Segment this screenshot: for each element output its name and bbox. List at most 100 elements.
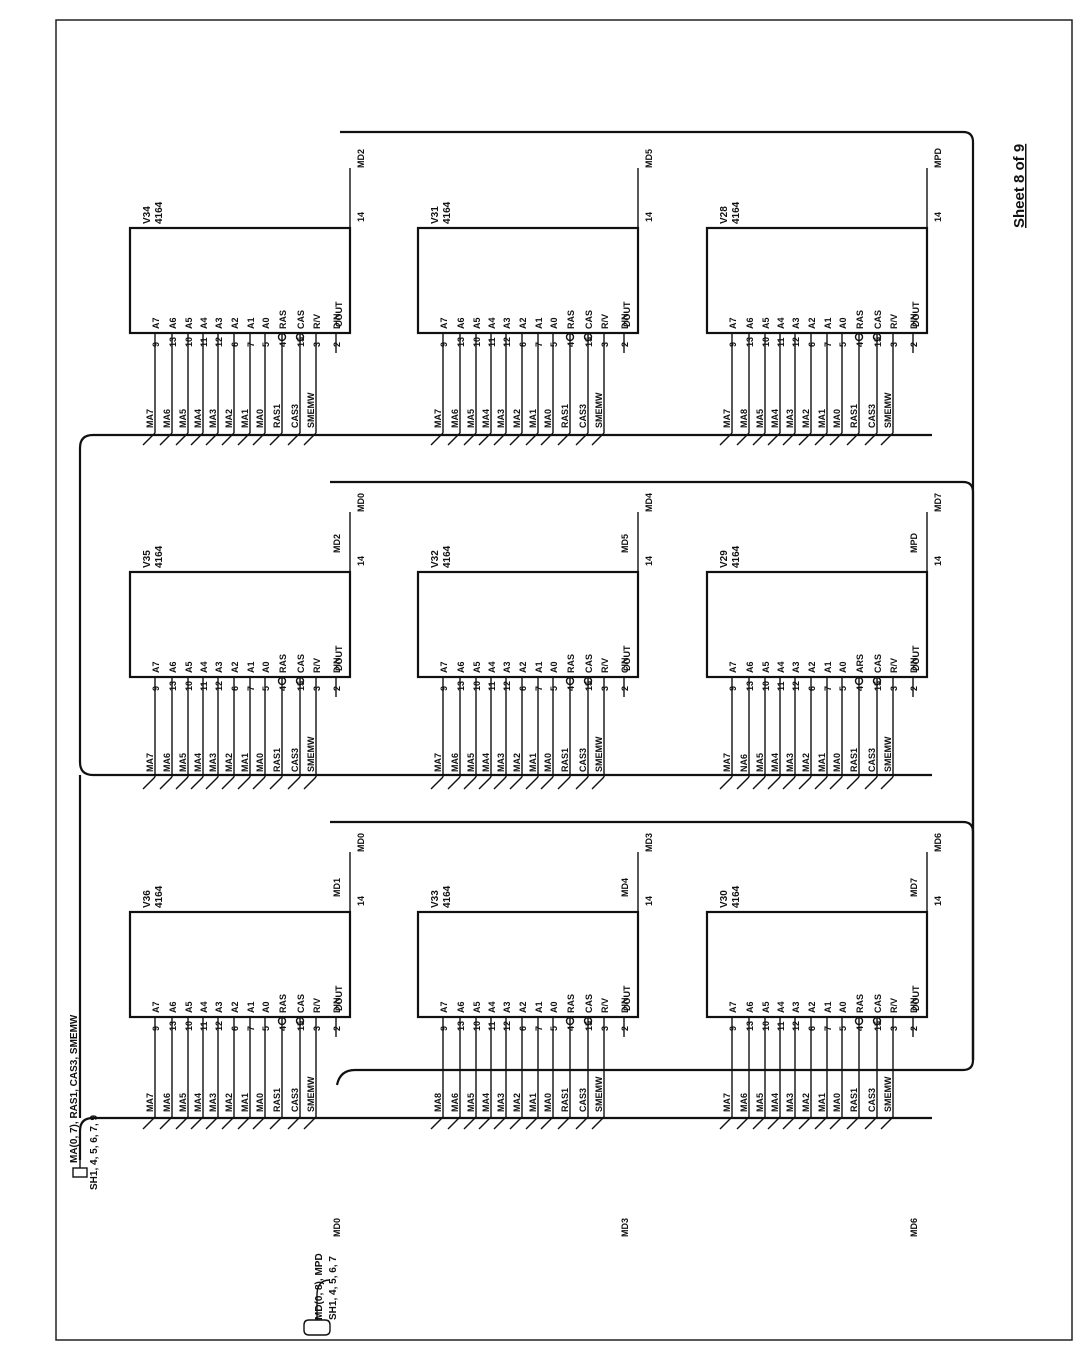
pin-number: 9 bbox=[439, 686, 449, 691]
pin-number: 6 bbox=[807, 1026, 817, 1031]
chip-dout-label: DOUT bbox=[911, 985, 921, 1011]
pin-number: 9 bbox=[728, 686, 738, 691]
bus-entry bbox=[303, 1116, 317, 1130]
chip-pin-name: A7 bbox=[439, 661, 449, 673]
chip-pin-name: A7 bbox=[728, 1001, 738, 1013]
chip-pin-name: A3 bbox=[502, 317, 512, 329]
pin-number: 2 bbox=[909, 1026, 919, 1031]
pin-number: 12 bbox=[214, 681, 224, 691]
chip-pin-name: A5 bbox=[761, 317, 771, 329]
pin-number: 15 bbox=[584, 337, 594, 347]
pin-number: 10 bbox=[472, 1021, 482, 1031]
chip-ref: V28 bbox=[719, 206, 730, 224]
dout-pin-number: 14 bbox=[644, 556, 654, 566]
pin-number: 4 bbox=[278, 686, 288, 691]
bus-entry bbox=[798, 1116, 812, 1130]
chip-pin-name: A1 bbox=[246, 661, 256, 673]
chip-pin-name: A1 bbox=[534, 1001, 544, 1013]
chip-pin-name: A6 bbox=[456, 1001, 466, 1013]
chip-pin-name: A7 bbox=[728, 661, 738, 673]
signal-name: MA2 bbox=[801, 753, 811, 772]
chip-pin-name: CAS bbox=[873, 654, 883, 673]
signal-name: RAS1 bbox=[272, 1088, 282, 1112]
signal-name: RAS1 bbox=[560, 404, 570, 428]
bus-entry bbox=[525, 776, 539, 790]
bus-entry bbox=[557, 1116, 571, 1130]
chip-pin-name: A0 bbox=[838, 1001, 848, 1013]
bus-entry bbox=[575, 776, 589, 790]
bus-entry bbox=[175, 432, 189, 446]
chip-pin-name: A4 bbox=[487, 317, 497, 329]
inversion-bubble bbox=[872, 676, 882, 686]
chip-pin-name: A1 bbox=[534, 317, 544, 329]
pin-number: 4 bbox=[566, 342, 576, 347]
chip-pin-name: R/V bbox=[312, 314, 322, 329]
pin-number: 15 bbox=[873, 337, 883, 347]
chip-pin-name: A3 bbox=[791, 317, 801, 329]
signal-name: MA3 bbox=[208, 409, 218, 428]
chip-pin-name: RAS bbox=[566, 654, 576, 673]
signal-name: MA2 bbox=[801, 1093, 811, 1112]
chip-pin-name: A5 bbox=[761, 661, 771, 673]
signal-name: CAS3 bbox=[290, 404, 300, 428]
chip-pin-name: CAS bbox=[873, 310, 883, 329]
pin-number: 4 bbox=[855, 686, 865, 691]
din-net-label: MD2 bbox=[332, 534, 342, 553]
pin-number: 3 bbox=[312, 686, 322, 691]
pin-number: 2 bbox=[332, 1026, 342, 1031]
chip-part: 4164 bbox=[154, 885, 165, 908]
pin-number: 7 bbox=[534, 342, 544, 347]
signal-name: MA2 bbox=[224, 753, 234, 772]
chip-pin-name: RAS bbox=[278, 654, 288, 673]
dout-pin-number: 14 bbox=[644, 896, 654, 906]
pin-number: 11 bbox=[776, 337, 786, 347]
bus-entry bbox=[447, 1116, 461, 1130]
signal-name: MA8 bbox=[433, 1093, 443, 1112]
pin-number: 7 bbox=[823, 686, 833, 691]
chip-pin-name: A4 bbox=[487, 661, 497, 673]
pin-number: 15 bbox=[873, 681, 883, 691]
pin-number: 15 bbox=[296, 337, 306, 347]
chip-pin-name: CAS bbox=[296, 654, 306, 673]
signal-name: MA6 bbox=[162, 1093, 172, 1112]
chip-ref: V36 bbox=[142, 890, 153, 908]
pin-number: 6 bbox=[807, 686, 817, 691]
bus-entry bbox=[142, 1116, 156, 1130]
bus-entry bbox=[767, 432, 781, 446]
pin-number: 10 bbox=[761, 681, 771, 691]
signal-name: SMEMW bbox=[883, 736, 893, 772]
signal-name: SMEMW bbox=[594, 392, 604, 428]
chip-ref: V33 bbox=[430, 890, 441, 908]
pin-number: 5 bbox=[549, 686, 559, 691]
signal-name: MA6 bbox=[450, 1093, 460, 1112]
pin-number: 10 bbox=[184, 337, 194, 347]
inversion-bubble bbox=[583, 1016, 593, 1026]
dout-pin-number: 14 bbox=[356, 556, 366, 566]
bus-entry bbox=[463, 776, 477, 790]
bus-entry bbox=[719, 1116, 733, 1130]
pin-number: 2 bbox=[909, 686, 919, 691]
signal-name: MA1 bbox=[240, 753, 250, 772]
signal-name: MA6 bbox=[739, 1093, 749, 1112]
data-connector-sheets: SH1, 4, 5, 6, 7 bbox=[328, 1256, 339, 1320]
chip-pin-name: A4 bbox=[776, 661, 786, 673]
chip-pin-name: A6 bbox=[745, 1001, 755, 1013]
signal-name: MA5 bbox=[466, 1093, 476, 1112]
signal-name: RAS1 bbox=[272, 404, 282, 428]
chip-pin-name: R/V bbox=[889, 658, 899, 673]
pin-number: 10 bbox=[472, 681, 482, 691]
pin-number: 12 bbox=[791, 681, 801, 691]
chip-dout-label: DOUT bbox=[911, 645, 921, 671]
chip-pin-name: A3 bbox=[791, 661, 801, 673]
pin-number: 7 bbox=[246, 342, 256, 347]
inversion-bubble bbox=[277, 1016, 287, 1026]
pin-number: 15 bbox=[873, 1021, 883, 1031]
bus-entry bbox=[287, 776, 301, 790]
dout-net-label: MPD bbox=[933, 148, 943, 169]
chip-part: 4164 bbox=[154, 545, 165, 568]
chip-body bbox=[705, 570, 929, 679]
chip-part: 4164 bbox=[731, 885, 742, 908]
pin-number: 2 bbox=[909, 342, 919, 347]
